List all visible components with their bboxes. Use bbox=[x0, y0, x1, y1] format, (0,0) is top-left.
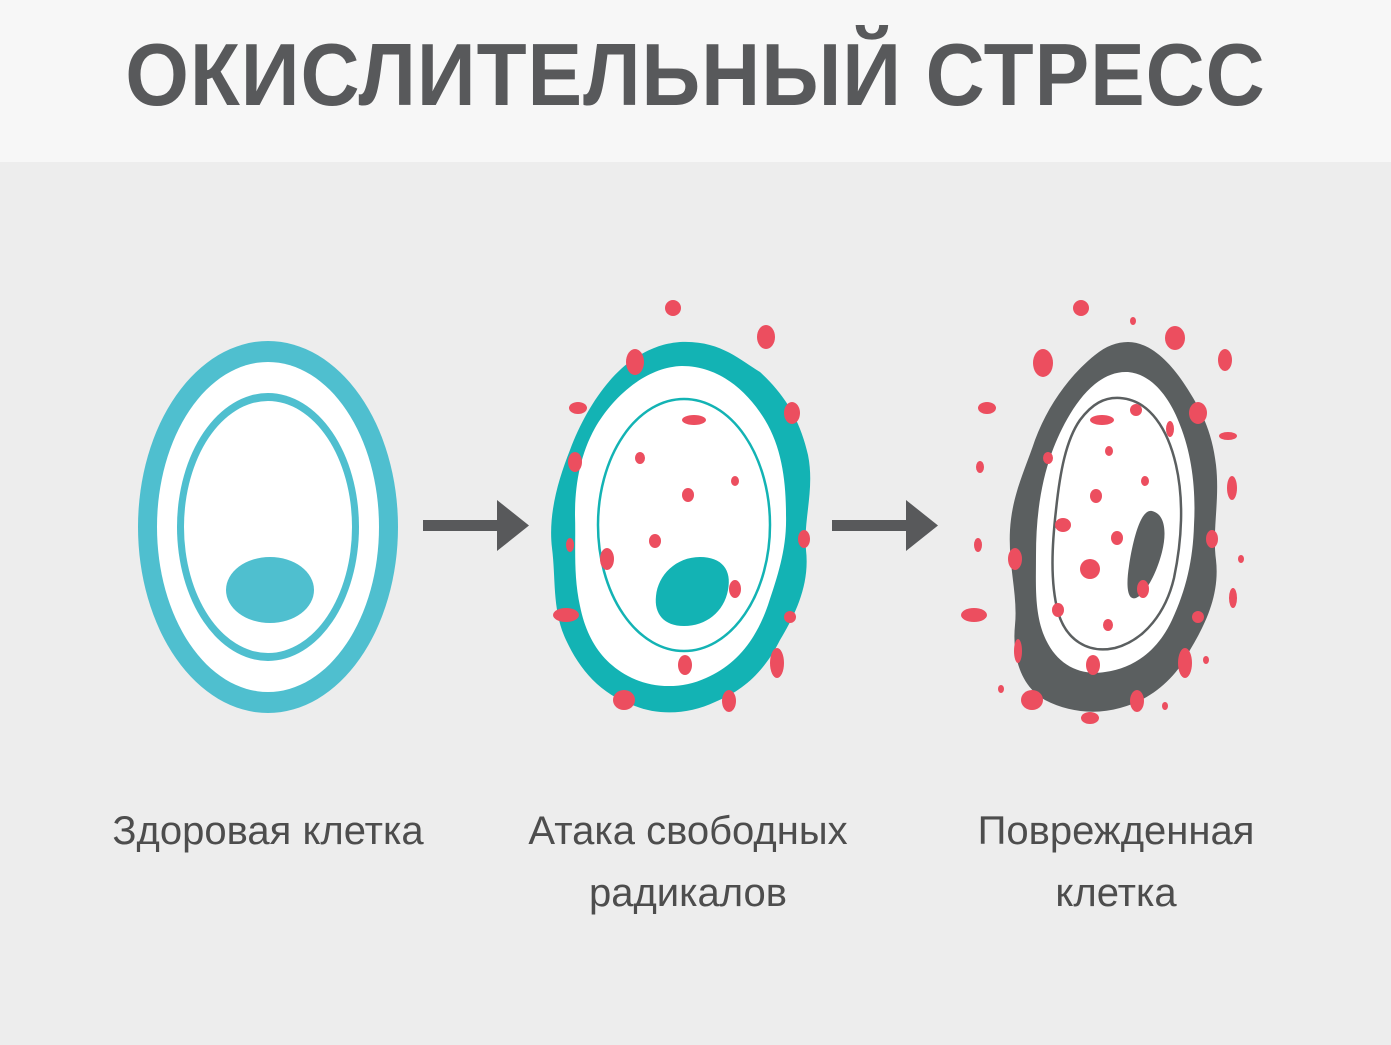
header-band: ОКИСЛИТЕЛЬНЫЙ СТРЕСС bbox=[0, 0, 1391, 162]
caption-line: клетка bbox=[1055, 871, 1177, 915]
arrow-right-icon bbox=[423, 500, 529, 551]
healthy-nucleus bbox=[226, 557, 314, 623]
attacked-cell-icon bbox=[551, 341, 811, 713]
caption-free-radical-attack: Атака свободных радикалов bbox=[478, 800, 898, 924]
caption-line: Поврежденная bbox=[977, 809, 1255, 853]
damaged-nucleus bbox=[1127, 510, 1165, 599]
healthy-cell-icon bbox=[138, 341, 398, 713]
caption-line: радикалов bbox=[588, 871, 788, 915]
arrow-right-icon bbox=[832, 500, 938, 551]
attacked-nucleus bbox=[655, 557, 729, 626]
caption-line: Здоровая клетка bbox=[112, 809, 424, 853]
caption-healthy-cell: Здоровая клетка bbox=[68, 800, 468, 862]
damaged-cell-icon bbox=[1009, 342, 1218, 712]
page-title: ОКИСЛИТЕЛЬНЫЙ СТРЕСС bbox=[125, 25, 1266, 124]
free-radical-icon bbox=[961, 300, 1244, 724]
caption-line: Атака свободных bbox=[528, 809, 848, 853]
free-radical-icon bbox=[553, 300, 810, 712]
caption-damaged-cell: Поврежденная клетка bbox=[916, 800, 1316, 924]
